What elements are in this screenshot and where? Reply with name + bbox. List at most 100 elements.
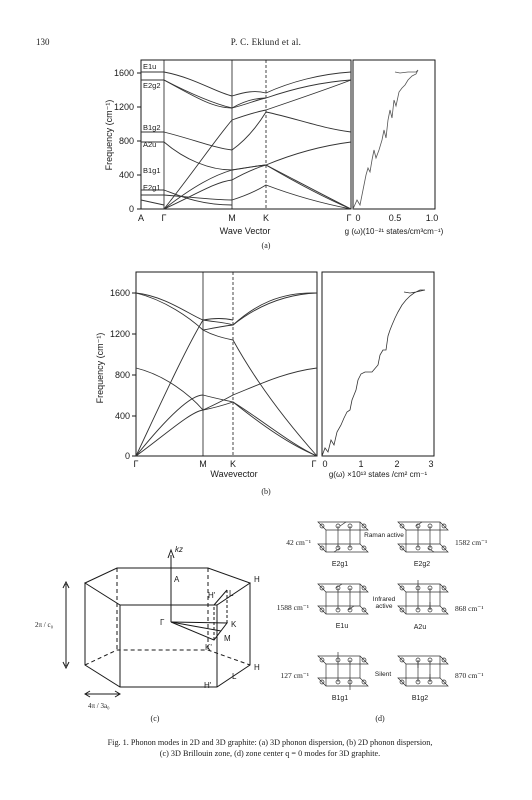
bz-point-h-bottom: H (254, 663, 260, 672)
panel-b-point-gamma: Γ (134, 459, 139, 469)
bz-point-a: A (174, 575, 180, 584)
bz-point-h-prime-top: H' (208, 591, 216, 600)
running-head: P. C. Eklund et al. (230, 37, 302, 47)
mode-label-b1g2: B1g2 (143, 123, 161, 132)
panel-a: 0 400 800 1200 1600 Frequency (cm⁻¹) E1u… (104, 59, 444, 250)
freq-label-e2g2: 1582 cm⁻¹ (455, 538, 487, 547)
panel-c-label: (c) (151, 714, 160, 723)
panel-d: 42 cm⁻¹ 1588 cm⁻¹ 127 cm⁻¹ 1582 cm⁻¹ 868… (277, 521, 487, 723)
panel-a-xaxis: A Γ M K Γ Wave Vector (138, 213, 352, 236)
group-label-silent: Silent (375, 671, 391, 678)
page-number: 130 (36, 37, 50, 47)
panel-b-dos-xtick: 1 (358, 459, 363, 469)
group-raman-box: Raman active (364, 532, 404, 539)
mode-label-b1g1: B1g1 (143, 166, 161, 175)
curve-a-a2u (141, 141, 352, 171)
panel-a-ytick: 400 (119, 170, 134, 180)
panel-b-point-m: M (199, 459, 207, 469)
freq-label-e2g1: 42 cm⁻¹ (286, 538, 311, 547)
panel-a-point-a: A (138, 213, 144, 223)
bz-point-h-top: H (254, 575, 260, 584)
panel-b-ytick: 800 (115, 370, 130, 380)
panel-a-point-m: M (228, 213, 236, 223)
panel-b-dos-xtick: 2 (394, 459, 399, 469)
panel-a-yaxis: 0 400 800 1200 1600 Frequency (cm⁻¹) (104, 68, 141, 214)
panel-b-xlabel: Wavevector (210, 469, 257, 479)
mode-diagram-a2u (397, 580, 449, 615)
curve-b-5 (135, 394, 318, 457)
brillouin-zone (62, 548, 252, 698)
caption-line-1: Fig. 1. Phonon modes in 2D and 3D graphi… (107, 738, 433, 747)
mode-diagram-e2g1 (317, 521, 369, 553)
panel-b-yaxis: 0 400 800 1200 1600 Frequency (cm⁻¹) (95, 288, 136, 461)
panel-b-dos-xtick: 3 (428, 459, 433, 469)
panel-a-dos-xtick: 1.0 (426, 213, 439, 223)
curve-b-1 (135, 292, 318, 326)
mode-diagram-b1g2 (397, 655, 449, 687)
width-dimension-arrows (84, 690, 121, 698)
bz-side-edges (84, 583, 251, 688)
panel-a-dos-curve (352, 69, 419, 210)
curve-b-2 (135, 292, 318, 331)
mode-label-e2g1: E2g1 (143, 183, 161, 192)
mode-name-e1u: E1u (336, 623, 349, 630)
panel-b-ytick: 1200 (110, 329, 130, 339)
bz-top-face (83, 567, 252, 606)
caption-line-2: (c) 3D Brillouin zone, (d) zone center q… (159, 749, 381, 758)
group-infrared-box: Infrared active (373, 596, 395, 610)
bz-point-k-prime: K' (205, 643, 212, 652)
panel-a-point-gamma: Γ (162, 213, 167, 223)
panel-b-dos-xlabel: g(ω) ×10¹³ states /cm² cm⁻¹ (329, 470, 428, 479)
curve-a-lo2 (163, 79, 352, 210)
mode-name-b1g2: B1g2 (412, 695, 428, 702)
mode-name-e2g1: E2g1 (332, 561, 348, 568)
bz-width-label: 4π / 3a₀ (88, 702, 110, 710)
panel-a-dos-xlabel: g (ω)(10⁻²¹ states/cm³cm⁻¹) (345, 227, 444, 236)
bz-point-l-bottom: L (232, 672, 237, 681)
bz-point-k: K (231, 620, 237, 629)
curve-a-la (163, 164, 352, 210)
mode-name-a2u: A2u (414, 624, 427, 631)
panel-b-point-k: K (230, 459, 236, 469)
kz-label: kz (175, 545, 183, 554)
curve-b-8 (202, 329, 234, 341)
panel-a-dos-xtick: 0.5 (389, 213, 402, 223)
mode-diagrams (317, 521, 449, 690)
curve-b-3 (135, 318, 234, 457)
group-label-raman: Raman active (364, 532, 404, 539)
panel-a-ylabel: Frequency (cm⁻¹) (104, 100, 114, 171)
panel-b: 0 400 800 1200 1600 Frequency (cm⁻¹) Γ M… (95, 271, 435, 496)
freq-label-a2u: 868 cm⁻¹ (455, 604, 484, 613)
curve-b-4 (135, 367, 318, 411)
panel-a-dispersion-curves (140, 71, 352, 210)
panel-a-dos-frame (352, 59, 436, 210)
mode-label-e2g2: E2g2 (143, 81, 161, 90)
curve-a-ta (163, 164, 352, 210)
panel-b-frame (135, 271, 318, 457)
freq-label-e1u: 1588 cm⁻¹ (277, 603, 309, 612)
curve-a-b1g1 (141, 189, 233, 206)
mode-diagram-e2g2 (397, 521, 449, 553)
curve-a-e2g2 (141, 79, 352, 109)
freq-label-b1g1: 127 cm⁻¹ (281, 671, 310, 680)
height-dimension-arrows (62, 580, 70, 670)
curve-b-6 (135, 401, 318, 457)
mode-name-b1g1: B1g1 (332, 695, 348, 702)
mode-diagram-b1g1 (317, 652, 369, 690)
panel-a-xlabel: Wave Vector (220, 226, 271, 236)
mode-name-e2g2: E2g2 (414, 561, 430, 568)
panel-a-ytick: 0 (129, 204, 134, 214)
panel-a-point-gamma-end: Γ (347, 213, 352, 223)
panel-a-mode-labels: E1u E2g2 B1g2 A2u B1g1 E2g1 (143, 62, 161, 192)
kz-arrow (167, 548, 175, 559)
curve-b-7 (232, 339, 318, 457)
bz-hidden-edges (84, 568, 251, 666)
bz-point-h-prime-bottom: H' (204, 681, 212, 690)
curve-a-b1g2 (141, 111, 352, 151)
curve-a-e2g1 (140, 199, 165, 206)
panel-a-point-k: K (263, 213, 269, 223)
panel-a-ytick: 1600 (114, 68, 134, 78)
bz-point-l-top: L (229, 589, 234, 598)
panel-b-dispersion-curves (135, 292, 318, 457)
bz-vertical-guides (213, 590, 228, 640)
